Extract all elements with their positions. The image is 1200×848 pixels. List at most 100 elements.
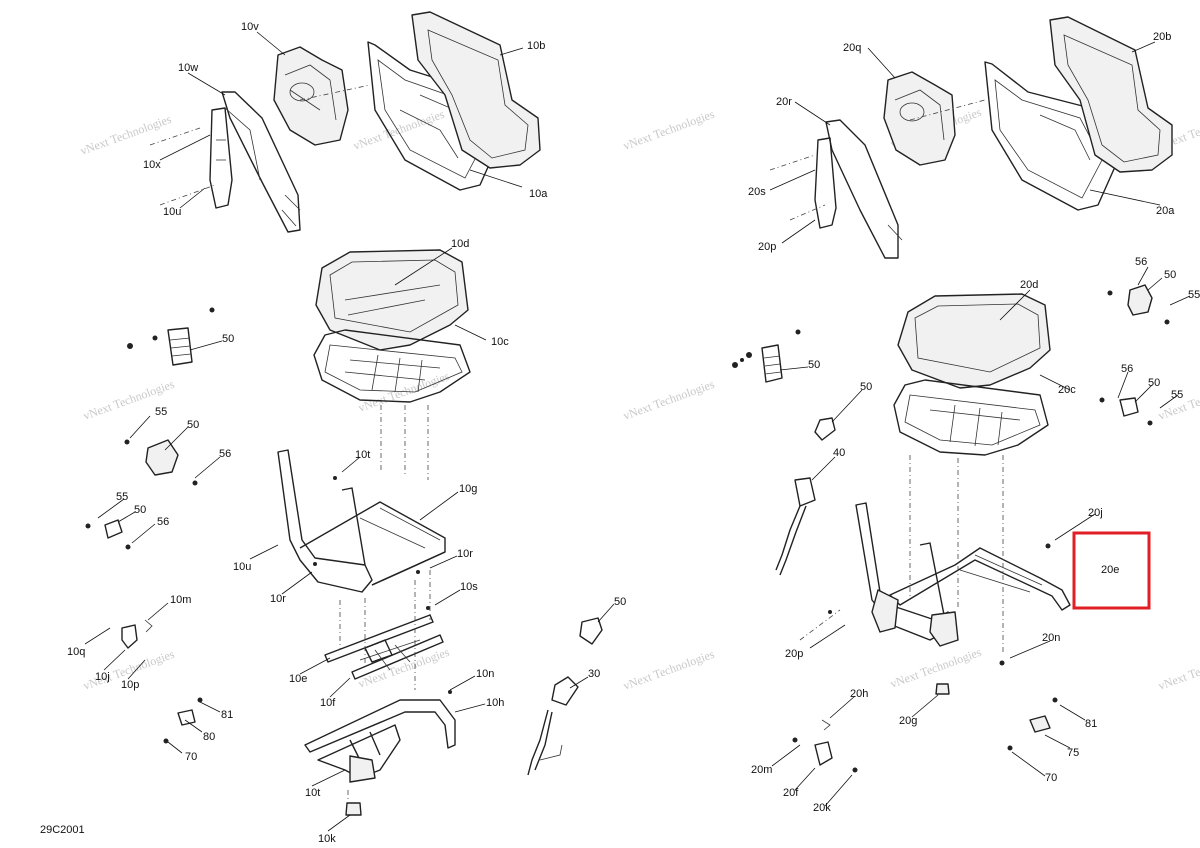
callout-label: 56: [1135, 256, 1147, 268]
callout-label: 10x: [143, 159, 161, 171]
headrest-right: [883, 71, 956, 166]
callout-label: 10p: [121, 679, 139, 691]
callout-label: 20a: [1156, 205, 1175, 217]
watermark: vNext Technologies: [78, 112, 173, 158]
callout-label: 70: [1045, 772, 1057, 784]
callout-label: 20d: [1020, 279, 1038, 291]
callout-label: 50: [1164, 269, 1176, 281]
callout-label: 10j: [95, 671, 110, 683]
callout-label: 50: [860, 381, 872, 393]
callout-label: 55: [1188, 289, 1200, 301]
callout-label: 10m: [170, 594, 191, 606]
callout-label: 10u: [233, 561, 251, 573]
callout-label: 30: [588, 668, 600, 680]
latch-clip: [579, 617, 603, 645]
callout-label: 10v: [241, 21, 259, 33]
callout-label: 10w: [178, 62, 198, 74]
backrest-cushion-right: [1049, 16, 1173, 173]
right-assembly: [732, 16, 1191, 807]
callout-label: 56: [1121, 363, 1133, 375]
assembly-lines-left: [149, 84, 431, 800]
watermark-text: vNext Technologies: [1156, 647, 1200, 693]
callouts-right: 20q 20b 20r 20s 20a 20p 20d 56 50 55 50 …: [748, 31, 1200, 814]
diagram-id: 29C2001: [40, 824, 85, 836]
callout-label: 10f: [320, 697, 336, 709]
callout-label: 20r: [776, 96, 792, 108]
callout-label: 50: [187, 419, 199, 431]
callout-label: 10k: [318, 833, 336, 843]
callout-label: 10h: [486, 697, 504, 709]
backrest-cushion: [411, 11, 541, 169]
callout-label: 10r: [270, 593, 286, 605]
callouts-left: 10v 10w 10b 10x 10a 10u 10d 10c 50 55 50…: [67, 21, 626, 845]
callout-label: 20b: [1153, 31, 1171, 43]
watermark: vNext Technologies: [351, 107, 446, 153]
watermark: vNext Technologies: [888, 645, 983, 691]
callout-label: 75: [1067, 747, 1079, 759]
callout-label: 20s: [748, 186, 766, 198]
hardware-right: [732, 284, 1170, 773]
callout-label: 20q: [843, 42, 861, 54]
callout-label: 20n: [1042, 632, 1060, 644]
callout-label: 50: [1148, 377, 1160, 389]
callout-label: 20e: [1101, 564, 1119, 576]
callout-label: 55: [155, 406, 167, 418]
assembly-lines-right: [769, 99, 1004, 655]
seat-base: [313, 329, 471, 403]
callout-label: 20f: [783, 787, 799, 799]
callout-label: 70: [185, 751, 197, 763]
seat-cushion: [315, 249, 469, 351]
watermark-text: vNext Technologies: [621, 107, 716, 153]
callout-label: 50: [222, 333, 234, 345]
seat-frame-right: [855, 502, 1071, 647]
callout-label: 80: [203, 731, 215, 743]
callout-label: 20h: [850, 688, 868, 700]
lower-frame: [304, 699, 456, 783]
callout-label: 10b: [527, 40, 545, 52]
callout-label: 10e: [289, 673, 307, 685]
watermark-text: vNext Technologies: [621, 647, 716, 693]
watermark: vNext Technologies: [621, 377, 716, 423]
seat-belt-buckle: [527, 676, 579, 776]
watermark-text: vNext Technologies: [351, 107, 446, 153]
callout-label: 10u: [163, 206, 181, 218]
bushing: [345, 802, 362, 816]
callout-label: 10t: [305, 787, 320, 799]
headrest: [273, 46, 349, 146]
watermark: vNext Technologies: [356, 645, 451, 691]
callout-label: 10d: [451, 238, 469, 250]
left-assembly: [84, 11, 615, 832]
hardware-left: [85, 307, 452, 744]
callout-label: 56: [157, 516, 169, 528]
callout-label: 20g: [899, 715, 917, 727]
seat-base-right: [893, 379, 1049, 456]
leader-lines-left: [84, 31, 615, 832]
watermarks: vNext Technologies vNext Technologies vN…: [78, 105, 1200, 693]
callout-label: 20k: [813, 802, 831, 814]
watermark-text: vNext Technologies: [621, 377, 716, 423]
callout-label: 10t: [355, 449, 370, 461]
callout-label: 10c: [491, 336, 509, 348]
callout-label: 20j: [1088, 507, 1103, 519]
watermark-text: vNext Technologies: [356, 645, 451, 691]
backrest-frame-right: [814, 119, 903, 259]
callout-label: 55: [116, 491, 128, 503]
seat-cushion-right: [897, 293, 1051, 389]
backrest-frame: [209, 91, 301, 233]
callout-label: 10q: [67, 646, 85, 658]
callout-label: 50: [134, 504, 146, 516]
callout-label: 10g: [459, 483, 477, 495]
watermark: vNext Technologies: [1156, 647, 1200, 693]
watermark: vNext Technologies: [621, 107, 716, 153]
callout-label: 56: [219, 448, 231, 460]
seat-belt-right: [775, 417, 836, 576]
highlight-box: [1072, 531, 1151, 610]
callout-label: 10a: [529, 188, 548, 200]
callout-label: 10r: [457, 548, 473, 560]
callout-label: 50: [808, 359, 820, 371]
watermark-text: vNext Technologies: [78, 112, 173, 158]
backrest-shell-right: [984, 61, 1119, 211]
callout-label: 50: [614, 596, 626, 608]
